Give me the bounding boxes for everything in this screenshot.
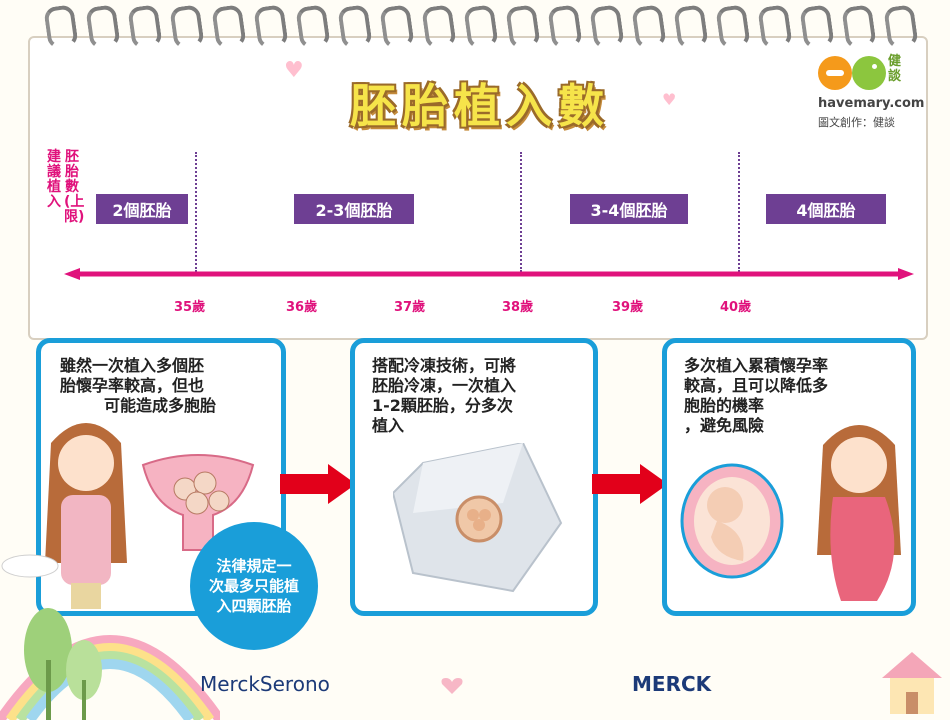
notebook-ring-icon bbox=[715, 4, 751, 50]
age-tick-36: 36歲 bbox=[286, 300, 318, 315]
sponsor-merck-serono: MerckSerono bbox=[200, 672, 330, 696]
box2-line-4: 植入 bbox=[372, 416, 405, 435]
notebook-ring-icon bbox=[211, 4, 247, 50]
divider-38 bbox=[520, 152, 522, 272]
logo-chinese-name: 健談 bbox=[888, 54, 902, 84]
arrow-right-icon bbox=[592, 464, 668, 504]
box2-line-1: 搭配冷凍技術，可將 bbox=[372, 356, 517, 375]
side-label-right: 胚胎數(上限) bbox=[64, 149, 85, 225]
heart-icon: ♥ bbox=[662, 90, 677, 109]
box3-line-3: 胞胎的機率 bbox=[684, 396, 765, 415]
page-title: 胚胎植入數 bbox=[350, 79, 610, 133]
heart-icon bbox=[441, 678, 463, 694]
notebook-ring-icon bbox=[337, 4, 373, 50]
notebook-ring-icon bbox=[253, 4, 289, 50]
law-note-line-3: 入四顆胚胎 bbox=[216, 597, 292, 615]
divider-40 bbox=[738, 152, 740, 272]
box3-line-2: 較高，且可以降低多 bbox=[684, 376, 829, 395]
notebook-ring-icon bbox=[757, 4, 793, 50]
notebook-ring-icon bbox=[85, 4, 121, 50]
notebook-ring-icon bbox=[589, 4, 625, 50]
age-tick-35: 35歲 bbox=[174, 300, 206, 315]
tree-icon bbox=[24, 608, 102, 720]
age-tick-37: 37歲 bbox=[394, 300, 426, 315]
box1-line-1: 雖然一次植入多個胚 bbox=[60, 356, 205, 375]
notebook-ring-icon bbox=[463, 4, 499, 50]
age-band-3: 3-4個胚胎 bbox=[570, 194, 688, 224]
law-note-line-2: 次最多只能植 bbox=[208, 577, 299, 595]
notebook-ring-icon bbox=[379, 4, 415, 50]
age-tick-39: 39歲 bbox=[612, 300, 644, 315]
notebook-ring-icon bbox=[43, 4, 79, 50]
woman-icon bbox=[45, 423, 127, 609]
sponsor-merck: MERCK bbox=[632, 672, 712, 696]
logo-site: havemary.com bbox=[818, 96, 925, 111]
logo-credit: 圖文創作：健談 bbox=[818, 116, 895, 129]
age-axis bbox=[64, 268, 914, 280]
arrow-right-icon bbox=[280, 464, 356, 504]
divider-35 bbox=[195, 152, 197, 272]
age-tick-40: 40歲 bbox=[720, 300, 752, 315]
notebook-ring-icon bbox=[127, 4, 163, 50]
box2-line-2: 胚胎冷凍，一次植入 bbox=[372, 376, 517, 395]
box1-line-2: 胎懷孕率較高，但也 bbox=[60, 376, 205, 395]
notebook-ring-icon bbox=[799, 4, 835, 50]
info-box-multiple-transfers bbox=[662, 338, 916, 616]
notebook-panel bbox=[28, 36, 928, 340]
womb-embryos-icon bbox=[141, 454, 255, 551]
heart-icon: ♥ bbox=[284, 58, 304, 83]
frozen-embryo-icon bbox=[393, 443, 563, 593]
notebook-ring-icon bbox=[631, 4, 667, 50]
brand-logo: 健談 havemary.com 圖文創作：健談 bbox=[818, 52, 928, 132]
age-tick-38: 38歲 bbox=[502, 300, 534, 315]
box3-line-1: 多次植入累積懷孕率 bbox=[684, 356, 829, 375]
logo-e-icon bbox=[818, 56, 852, 90]
notebook-ring-icon bbox=[169, 4, 205, 50]
house-icon bbox=[882, 652, 942, 714]
box2-line-3: 1-2顆胚胎，分多次 bbox=[372, 396, 513, 415]
law-note-line-1: 法律規定一 bbox=[216, 557, 292, 575]
cloud-icon bbox=[1, 554, 59, 578]
box3-line-4: ，避免風險 bbox=[684, 416, 765, 435]
logo-bird-icon bbox=[852, 56, 886, 90]
age-band-4: 4個胚胎 bbox=[766, 194, 886, 224]
age-band-1: 2個胚胎 bbox=[96, 194, 188, 224]
box1-line-3: 可能造成多胞胎 bbox=[104, 396, 217, 415]
notebook-ring-icon bbox=[421, 4, 457, 50]
notebook-rings bbox=[43, 4, 919, 50]
notebook-ring-icon bbox=[841, 4, 877, 50]
notebook-ring-icon bbox=[505, 4, 541, 50]
notebook-ring-icon bbox=[295, 4, 331, 50]
law-note-badge: 法律規定一 次最多只能植 入四顆胚胎 bbox=[190, 522, 318, 650]
notebook-ring-icon bbox=[547, 4, 583, 50]
age-band-2: 2-3個胚胎 bbox=[294, 194, 414, 224]
side-label-left: 建議植入 bbox=[47, 149, 61, 210]
notebook-ring-icon bbox=[883, 4, 919, 50]
womb-fetus-icon bbox=[680, 463, 784, 579]
notebook-ring-icon bbox=[673, 4, 709, 50]
pregnant-woman-icon bbox=[817, 425, 901, 601]
